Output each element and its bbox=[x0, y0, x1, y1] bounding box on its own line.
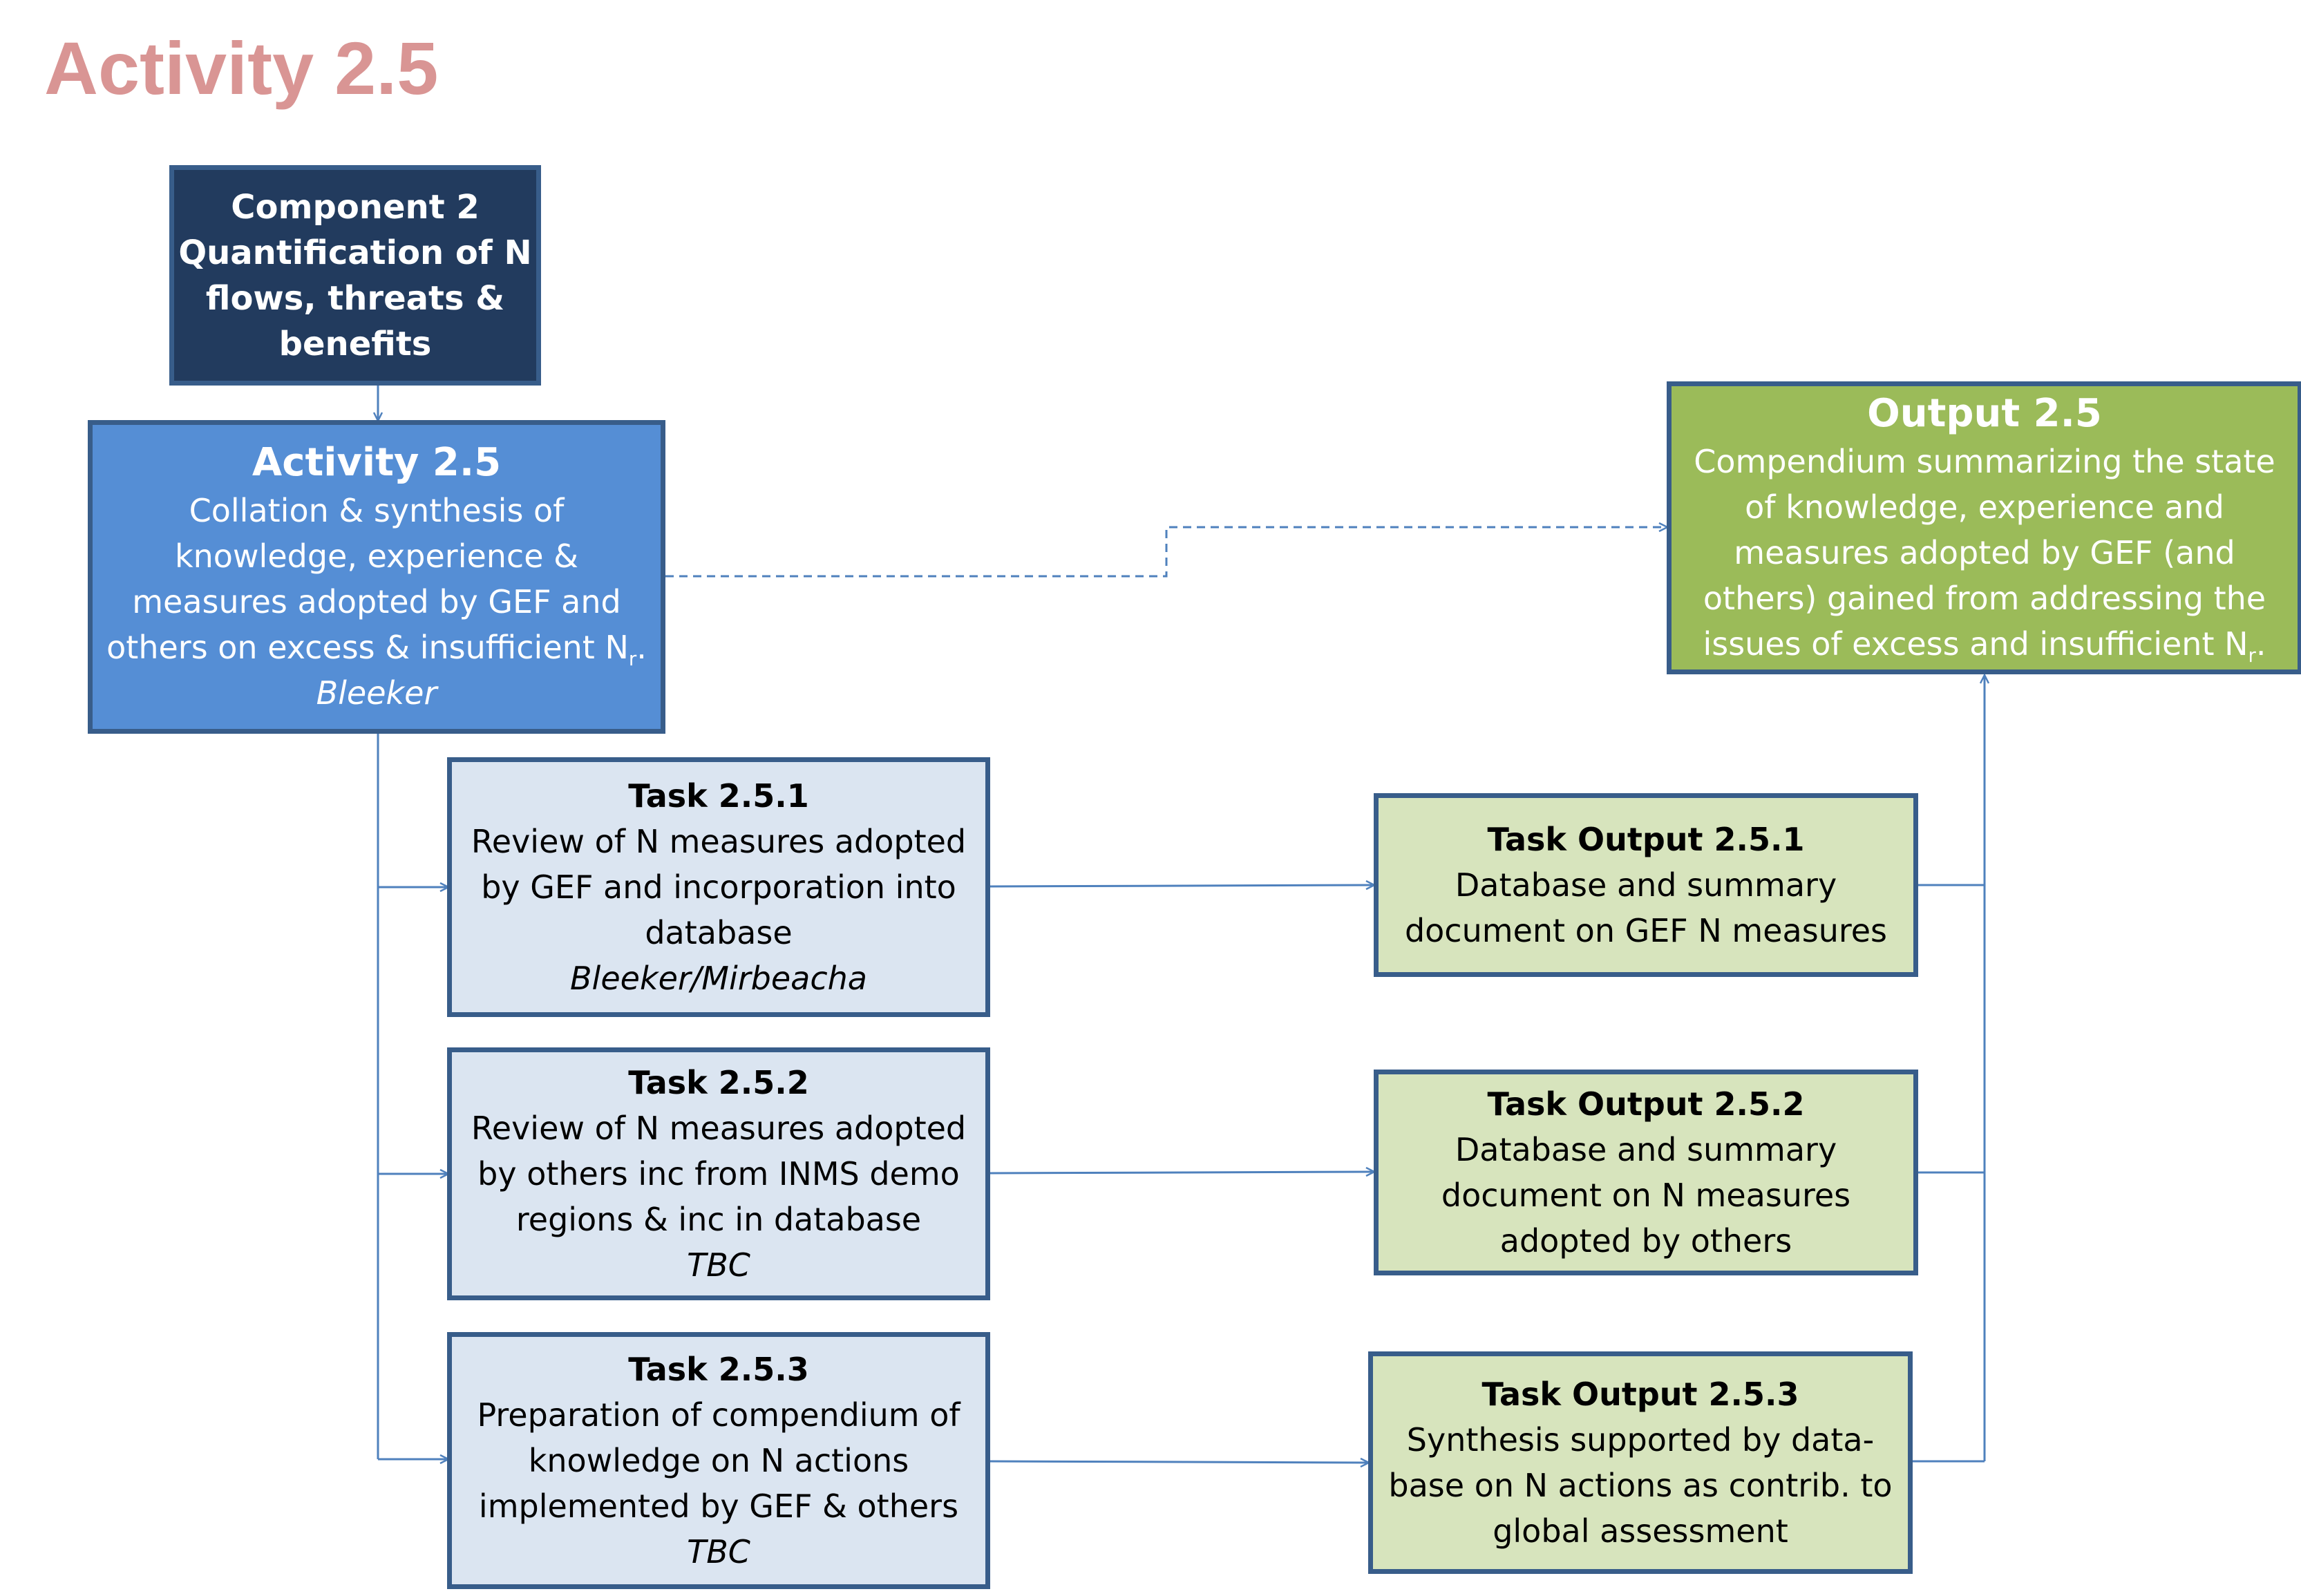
task-1-line-1: Review of N measures adopted bbox=[471, 823, 967, 860]
output-box: Output 2.5 Compendium summarizing the st… bbox=[1667, 381, 2301, 674]
component-line-3: flows, threats & bbox=[205, 278, 505, 318]
task-1-owner: Bleeker/Mirbeacha bbox=[570, 960, 867, 997]
task-2-line-2: by others inc from INMS demo bbox=[477, 1155, 960, 1193]
task-1-title: Task 2.5.1 bbox=[628, 777, 809, 815]
activity-line-4: others on excess & insufficient Nr. bbox=[106, 625, 647, 670]
output-line-4: others) gained from addressing the bbox=[1703, 580, 2266, 617]
task-output-2-line-1: Database and summary bbox=[1455, 1131, 1837, 1168]
task-output-3-line-3: global assessment bbox=[1493, 1512, 1788, 1550]
page-title: Activity 2.5 bbox=[44, 26, 439, 110]
task-output-3-title: Task Output 2.5.3 bbox=[1481, 1376, 1799, 1413]
output-line-1: Compendium summarizing the state bbox=[1694, 443, 2275, 480]
output-line-3: measures adopted by GEF (and bbox=[1734, 534, 2235, 571]
component-line-2: Quantification of N bbox=[178, 233, 532, 272]
activity-box: Activity 2.5 Collation & synthesis of kn… bbox=[88, 420, 665, 734]
task-box-1: Task 2.5.1 Review of N measures adopted … bbox=[447, 757, 990, 1017]
connector-activity-output-dashed bbox=[665, 527, 1667, 578]
task-3-title: Task 2.5.3 bbox=[628, 1351, 809, 1388]
output-line-5: issues of excess and insufficient Nr. bbox=[1703, 621, 2266, 667]
connector-task-3-output-3 bbox=[989, 1461, 1368, 1463]
output-line-5-end: . bbox=[2255, 625, 2266, 663]
task-output-3-line-2: base on N actions as contrib. to bbox=[1388, 1467, 1893, 1504]
task-2-owner: TBC bbox=[687, 1246, 750, 1284]
component-line-4: benefits bbox=[278, 324, 432, 363]
task-2-line-3: regions & inc in database bbox=[515, 1201, 922, 1238]
activity-title: Activity 2.5 bbox=[252, 440, 502, 485]
task-3-owner: TBC bbox=[687, 1533, 750, 1570]
activity-owner: Bleeker bbox=[316, 674, 437, 712]
activity-line-4-subscript: r bbox=[628, 647, 637, 671]
task-output-1-title: Task Output 2.5.1 bbox=[1487, 821, 1805, 858]
activity-line-4-text: others on excess & insufficient N bbox=[106, 629, 629, 666]
activity-line-4-end: . bbox=[636, 629, 647, 666]
task-output-1-line-1: Database and summary bbox=[1455, 866, 1837, 904]
task-output-box-3: Task Output 2.5.3 Synthesis supported by… bbox=[1368, 1351, 1913, 1574]
task-1-line-2: by GEF and incorporation into bbox=[481, 868, 956, 906]
output-line-5-subscript: r bbox=[2248, 644, 2256, 667]
connector-task-1-output-1 bbox=[989, 885, 1374, 886]
task-output-2-title: Task Output 2.5.2 bbox=[1487, 1085, 1805, 1123]
output-title: Output 2.5 bbox=[1867, 391, 2102, 436]
activity-line-2: knowledge, experience & bbox=[174, 538, 579, 575]
output-line-2: of knowledge, experience and bbox=[1745, 488, 2224, 526]
output-line-5-text: issues of excess and insufficient N bbox=[1703, 625, 2248, 663]
task-output-box-1: Task Output 2.5.1 Database and summary d… bbox=[1374, 793, 1918, 977]
task-output-2-line-3: adopted by others bbox=[1499, 1222, 1792, 1260]
connector-task-2-output-2 bbox=[989, 1172, 1374, 1173]
task-output-3-line-1: Synthesis supported by data- bbox=[1406, 1421, 1875, 1459]
component-box: Component 2 Quantification of N flows, t… bbox=[169, 165, 541, 386]
task-output-1-line-2: document on GEF N measures bbox=[1404, 912, 1888, 949]
activity-line-3: measures adopted by GEF and bbox=[132, 583, 621, 620]
task-3-line-3: implemented by GEF & others bbox=[478, 1488, 959, 1525]
task-3-line-1: Preparation of compendium of bbox=[477, 1396, 960, 1434]
component-line-1: Component 2 bbox=[231, 187, 480, 227]
task-box-2: Task 2.5.2 Review of N measures adopted … bbox=[447, 1047, 990, 1300]
task-2-title: Task 2.5.2 bbox=[628, 1064, 809, 1101]
task-1-line-3: database bbox=[645, 914, 793, 951]
task-3-line-2: knowledge on N actions bbox=[528, 1442, 909, 1479]
task-output-2-line-2: document on N measures bbox=[1441, 1177, 1851, 1214]
task-2-line-1: Review of N measures adopted bbox=[471, 1110, 967, 1147]
activity-line-1: Collation & synthesis of bbox=[189, 492, 565, 529]
task-box-3: Task 2.5.3 Preparation of compendium of … bbox=[447, 1332, 990, 1589]
task-output-box-2: Task Output 2.5.2 Database and summary d… bbox=[1374, 1070, 1918, 1275]
